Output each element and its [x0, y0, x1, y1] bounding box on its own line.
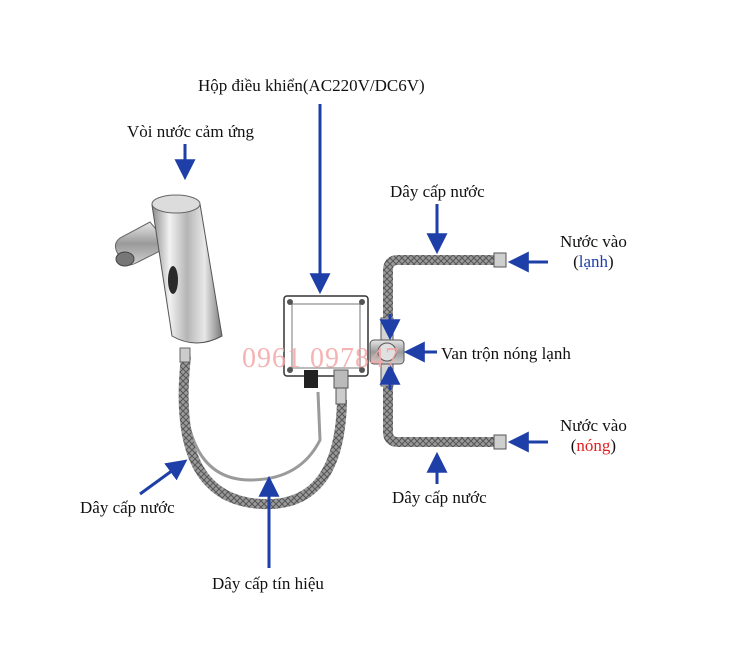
- arrow-supply-left: [139, 459, 188, 496]
- label-hot-in-line1: Nước vào: [560, 416, 627, 435]
- faucet-hoses: [178, 347, 347, 510]
- sensor-faucet: [114, 194, 223, 344]
- label-cold-in: Nước vào (lạnh): [560, 232, 627, 271]
- label-supply-top: Dây cấp nước: [390, 182, 485, 201]
- label-supply-left: Dây cấp nước: [80, 498, 175, 517]
- label-faucet: Vòi nước cảm ứng: [127, 122, 255, 141]
- phone-watermark: 0961 097847: [242, 343, 400, 374]
- label-hot-in: Nước vào (nóng): [560, 416, 627, 455]
- label-control-box: Hộp điều khiển(AC220V/DC6V): [198, 76, 425, 95]
- control-box: [283, 295, 369, 405]
- supply-hoses: [383, 252, 507, 450]
- label-signal-cable: Dây cấp tín hiệu: [212, 574, 324, 593]
- label-cold-in-line1: Nước vào: [560, 232, 627, 251]
- label-hot-word: nóng: [576, 435, 611, 455]
- label-cold-in-line2: (lạnh): [573, 251, 614, 271]
- label-mixing-valve: Van trộn nóng lạnh: [441, 344, 571, 363]
- sensor-eye-icon: [168, 266, 178, 294]
- label-supply-bottom: Dây cấp nước: [392, 488, 487, 507]
- pointer-arrows: [139, 104, 548, 568]
- label-hot-in-line2: (nóng): [570, 435, 617, 455]
- label-cold-word: lạnh: [578, 251, 609, 271]
